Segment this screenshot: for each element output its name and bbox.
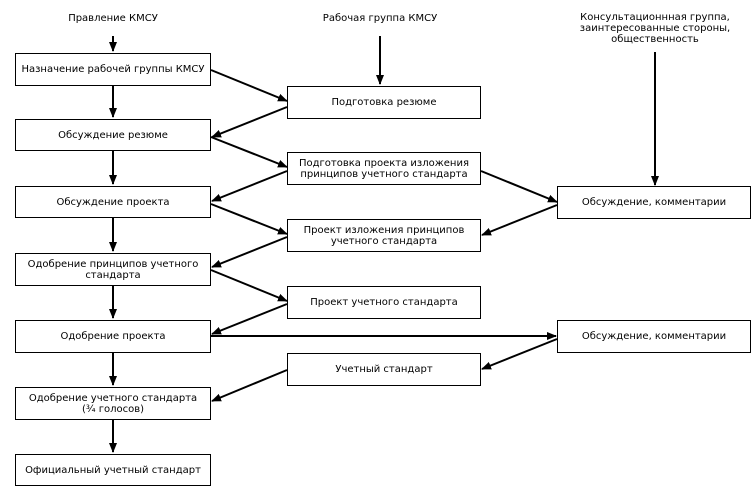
arrow-discussproject-to-principlesdraft (210, 203, 288, 235)
box-prepare-principles-draft: Подготовка проекта изложения принципов у… (287, 152, 481, 185)
box-official-standard: Официальный учетный стандарт (15, 454, 211, 486)
arrow-principlesdraft-to-approveprinciples (211, 236, 288, 268)
box-discussion-comments-1: Обсуждение, комментарии (557, 186, 751, 219)
arrow-standarddraft-to-approveproject (211, 303, 288, 335)
arrow-discussion1-to-principlesdraft (481, 204, 558, 236)
box-discuss-project: Обсуждение проекта (15, 186, 211, 218)
header-board: Правление КМСУ (68, 13, 158, 24)
header-workgroup: Рабочая группа КМСУ (322, 13, 438, 24)
arrow-discussion2-to-standard (481, 338, 558, 370)
arrow-standard-to-approvestandard (211, 369, 288, 402)
box-standard-draft: Проект учетного стандарта (287, 286, 481, 319)
box-approve-project: Одобрение проекта (15, 320, 211, 353)
arrow-preparedraft-to-discussproject (211, 170, 288, 202)
box-principles-draft: Проект изложения принципов учетного стан… (287, 219, 481, 252)
box-appoint-workgroup: Назначение рабочей группы КМСУ (15, 53, 211, 86)
arrow-summary-to-discuss (211, 106, 288, 138)
box-approve-principles: Одобрение принципов учетного стандарта (15, 253, 211, 286)
arrow-approveprinciples-to-standarddraft (210, 269, 288, 302)
box-approve-standard: Одобрение учетного стандарта (¾ голосов) (15, 387, 211, 420)
arrow-discuss-to-preparedraft (210, 136, 288, 168)
box-prepare-summary: Подготовка резюме (287, 86, 481, 119)
arrow-preparedraft-to-discussion1 (480, 170, 558, 203)
arrow-appoint-to-summary (210, 69, 288, 102)
box-standard: Учетный стандарт (287, 353, 481, 386)
box-discussion-comments-2: Обсуждение, комментарии (557, 320, 751, 353)
box-discuss-summary: Обсуждение резюме (15, 119, 211, 151)
header-consultation-group: Консультационнная группа, заинтересованн… (579, 12, 731, 45)
